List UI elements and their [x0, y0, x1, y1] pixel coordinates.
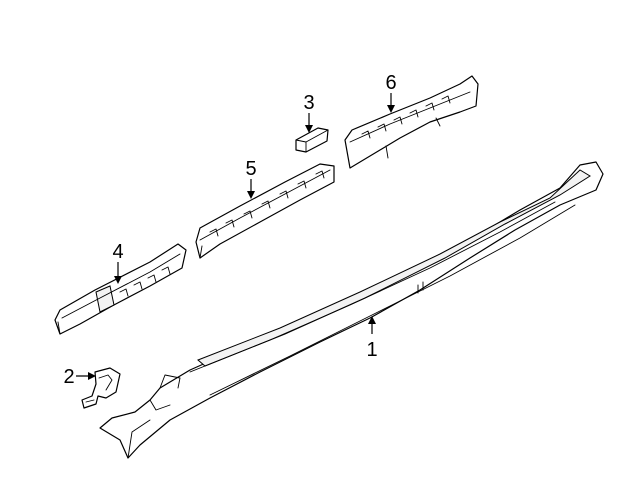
part-1-rocker-panel: [99, 161, 604, 459]
part-4-front-reinforcement: [54, 243, 187, 335]
leader-lines: [76, 93, 395, 380]
callout-4: 4: [112, 241, 123, 263]
callout-6: 6: [385, 72, 396, 94]
callout-2: 2: [63, 366, 74, 388]
callout-3: 3: [303, 92, 314, 114]
callout-5: 5: [245, 158, 256, 180]
part-5-middle-reinforcement: [195, 163, 335, 259]
part-3-insulator: [295, 127, 329, 153]
part-2-bracket: [81, 367, 121, 409]
part-6-rear-reinforcement: [344, 75, 479, 169]
callouts: 1 2 3 4 5 6: [63, 72, 396, 388]
callout-1: 1: [366, 339, 377, 361]
